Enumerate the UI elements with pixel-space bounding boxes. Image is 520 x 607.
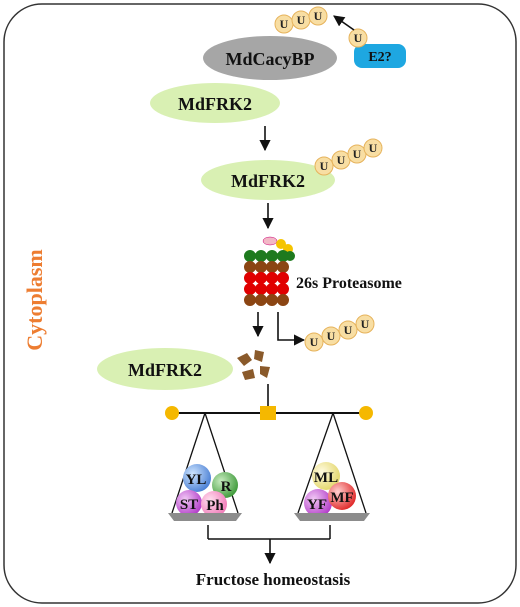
tissue-label-mf: MF bbox=[330, 490, 353, 506]
proteasome bbox=[244, 236, 295, 306]
frk2-bottom-label: MdFRK2 bbox=[128, 360, 202, 380]
proteasome-subunit bbox=[255, 272, 267, 284]
e2-label: E2? bbox=[368, 50, 391, 65]
frk2-bottom-ellipse bbox=[97, 348, 233, 390]
proteasome-label: 26s Proteasome bbox=[296, 275, 402, 292]
outcome-label: Fructose homeostasis bbox=[196, 570, 351, 589]
proteasome-ring-brown-2 bbox=[244, 294, 289, 306]
frk2-ub-label: MdFRK2 bbox=[231, 171, 305, 191]
ubiquitin-bead bbox=[355, 314, 375, 334]
tissue-sphere-r bbox=[212, 472, 238, 498]
ubiquitin-letter: U bbox=[297, 13, 306, 27]
proteasome-ring-green bbox=[244, 250, 289, 262]
proteasome-subunit bbox=[244, 261, 256, 273]
arrow-ubiquitin-release bbox=[277, 312, 306, 346]
proteasome-cap-pink bbox=[262, 236, 278, 246]
proteasome-ring-brown-1 bbox=[244, 261, 289, 273]
proteasome-subunit bbox=[277, 272, 289, 284]
fragment bbox=[254, 350, 264, 362]
ubiquitin-bead bbox=[338, 320, 358, 340]
proteasome-subunit bbox=[244, 272, 256, 284]
ubiquitin-letter: U bbox=[354, 31, 363, 45]
frk2-ub-ellipse bbox=[201, 160, 335, 200]
proteasome-subunit bbox=[244, 283, 256, 295]
right-pan bbox=[294, 513, 370, 521]
ubiquitin-letter: U bbox=[327, 329, 336, 343]
left-pan-string bbox=[204, 412, 239, 514]
ubiquitin-letter: U bbox=[310, 335, 319, 349]
ubiquitin-bead bbox=[304, 332, 324, 352]
tissue-sphere-mf bbox=[328, 482, 356, 510]
tissue-label-ml: ML bbox=[314, 470, 338, 486]
cytoplasm-label: Cytoplasm bbox=[22, 249, 47, 350]
ubiquitin-chain-frk2: U U U U bbox=[314, 138, 383, 176]
proteasome-subunit bbox=[266, 283, 278, 295]
frk2-top-label: MdFRK2 bbox=[178, 94, 252, 114]
tissue-sphere-ph bbox=[201, 491, 227, 517]
balance-scale: YL R ST Ph ML YF MF bbox=[165, 406, 373, 521]
ubiquitin-letter: U bbox=[361, 317, 370, 331]
proteasome-ring-red-1 bbox=[244, 272, 289, 284]
proteasome-subunit bbox=[266, 272, 278, 284]
ubiquitin-letter: U bbox=[337, 153, 346, 167]
tissue-label-r: R bbox=[221, 479, 232, 495]
proteasome-subunit bbox=[266, 294, 278, 306]
ubiquitin-letter: U bbox=[314, 9, 323, 23]
tissue-sphere-st bbox=[176, 490, 202, 516]
balance-end-right bbox=[359, 406, 373, 420]
proteasome-subunit bbox=[277, 283, 289, 295]
ubiquitin-chain-released: U U U U bbox=[304, 314, 375, 352]
e2-box bbox=[354, 44, 406, 68]
tissue-label-st: ST bbox=[180, 497, 198, 513]
tissue-label-yl: YL bbox=[186, 472, 207, 488]
fragment bbox=[242, 369, 255, 380]
frk2-top-ellipse bbox=[150, 83, 280, 123]
ubiquitin-bead bbox=[308, 6, 328, 26]
proteasome-subunit bbox=[244, 250, 256, 262]
right-pan-string bbox=[332, 412, 367, 514]
left-pan-string bbox=[171, 412, 206, 514]
left-pan bbox=[168, 513, 242, 521]
ubiquitin-letter: U bbox=[344, 323, 353, 337]
right-pan-string bbox=[297, 412, 334, 514]
ubiquitin-letter: U bbox=[280, 17, 289, 31]
ubiquitin-bead bbox=[363, 138, 383, 158]
ubiquitin-bead bbox=[321, 326, 341, 346]
tissue-sphere-yf bbox=[304, 489, 332, 517]
ubiquitin-letter: U bbox=[320, 159, 329, 173]
proteasome-subunit bbox=[266, 261, 278, 273]
tissue-label-yf: YF bbox=[307, 497, 327, 513]
cacybp-label: MdCacyBP bbox=[226, 49, 315, 69]
ubiquitin-chain-top: U U U bbox=[274, 6, 328, 34]
proteasome-ring-red-2 bbox=[244, 283, 289, 295]
proteasome-subunit bbox=[255, 261, 267, 273]
balance-end-left bbox=[165, 406, 179, 420]
proteasome-subunit bbox=[277, 294, 289, 306]
tissue-label-ph: Ph bbox=[206, 498, 224, 514]
proteasome-subunit bbox=[277, 261, 289, 273]
proteasome-cap-yellow bbox=[276, 239, 286, 249]
fragment bbox=[260, 366, 270, 378]
degraded-fragments bbox=[237, 350, 270, 380]
proteasome-subunit bbox=[266, 250, 278, 262]
proteasome-subunit bbox=[255, 250, 267, 262]
ubiquitin-bead bbox=[314, 156, 334, 176]
tissue-sphere-ml bbox=[312, 462, 340, 490]
proteasome-subunit bbox=[255, 283, 267, 295]
proteasome-subunit bbox=[255, 294, 267, 306]
ubiquitin-letter: U bbox=[369, 141, 378, 155]
fragment bbox=[237, 353, 252, 366]
proteasome-subunit bbox=[277, 250, 289, 262]
ubiquitin-letter: U bbox=[353, 147, 362, 161]
tissue-sphere-yl bbox=[183, 464, 211, 492]
cacybp-ellipse bbox=[203, 36, 337, 80]
proteasome-subunit bbox=[244, 294, 256, 306]
balance-pivot bbox=[260, 406, 276, 420]
ubiquitin-transfer-arrow bbox=[333, 15, 355, 31]
ubiquitin-bead bbox=[348, 28, 368, 48]
